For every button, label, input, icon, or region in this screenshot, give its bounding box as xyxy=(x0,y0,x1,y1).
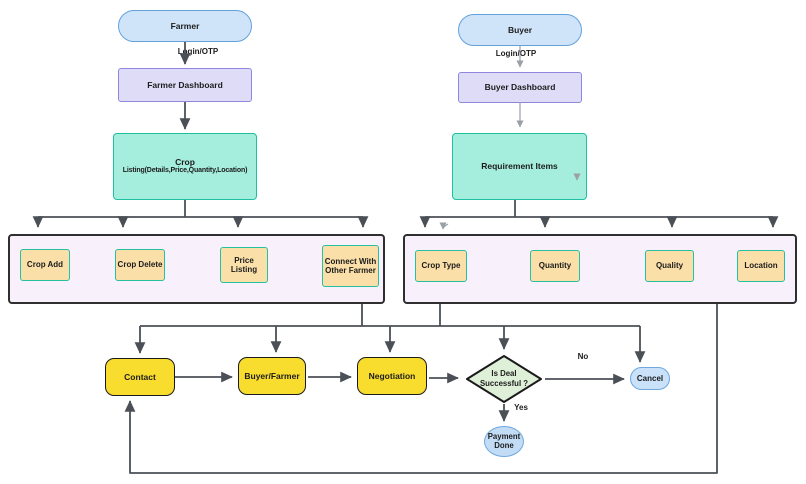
action-crop-add: Crop Add xyxy=(20,249,70,281)
start-node-farmer: Farmer xyxy=(118,10,252,42)
action-crop-delete: Crop Delete xyxy=(115,249,165,281)
action-price-listing: Price Listing xyxy=(220,247,268,283)
criterion-location: Location xyxy=(737,250,785,282)
decision-label: Is Deal Successful ? xyxy=(479,369,529,388)
stray-arrow-near-crop-type xyxy=(439,222,449,230)
buyer-dashboard-node: Buyer Dashboard xyxy=(458,72,582,103)
yes-edge-label: Yes xyxy=(514,403,528,412)
criterion-quantity: Quantity xyxy=(530,250,580,282)
crop-listing-line1: Crop xyxy=(175,157,195,168)
farmer-actions-container: Crop Add Crop Delete Price Listing Conne… xyxy=(8,234,385,304)
buyer-farmer-node: Buyer/Farmer xyxy=(238,357,306,395)
negotiation-node: Negotiation xyxy=(357,357,427,395)
contact-node: Contact xyxy=(105,358,175,396)
payment-done-node: Payment Done xyxy=(484,426,524,457)
buyer-login-edge-label: Login/OTP xyxy=(495,49,537,58)
crop-listing-node: Crop Listing(Details,Price,Quantity,Loca… xyxy=(113,133,257,200)
crop-listing-line2: Listing(Details,Price,Quantity,Location) xyxy=(122,167,248,175)
buyer-criteria-container: Crop Type Quantity Quality Location xyxy=(403,234,797,304)
action-connect-farmer: Connect With Other Farmer xyxy=(322,245,379,287)
farmer-login-edge-label: Login/OTP xyxy=(177,47,219,56)
no-edge-label: No xyxy=(577,352,589,361)
start-node-buyer: Buyer xyxy=(458,14,582,46)
farmer-dashboard-node: Farmer Dashboard xyxy=(118,68,252,102)
cancel-node: Cancel xyxy=(630,367,670,390)
criterion-quality: Quality xyxy=(645,250,694,282)
requirement-items-node: Requirement Items xyxy=(452,133,587,200)
deal-decision-node: Is Deal Successful ? xyxy=(465,354,543,404)
criterion-crop-type: Crop Type xyxy=(415,250,467,282)
